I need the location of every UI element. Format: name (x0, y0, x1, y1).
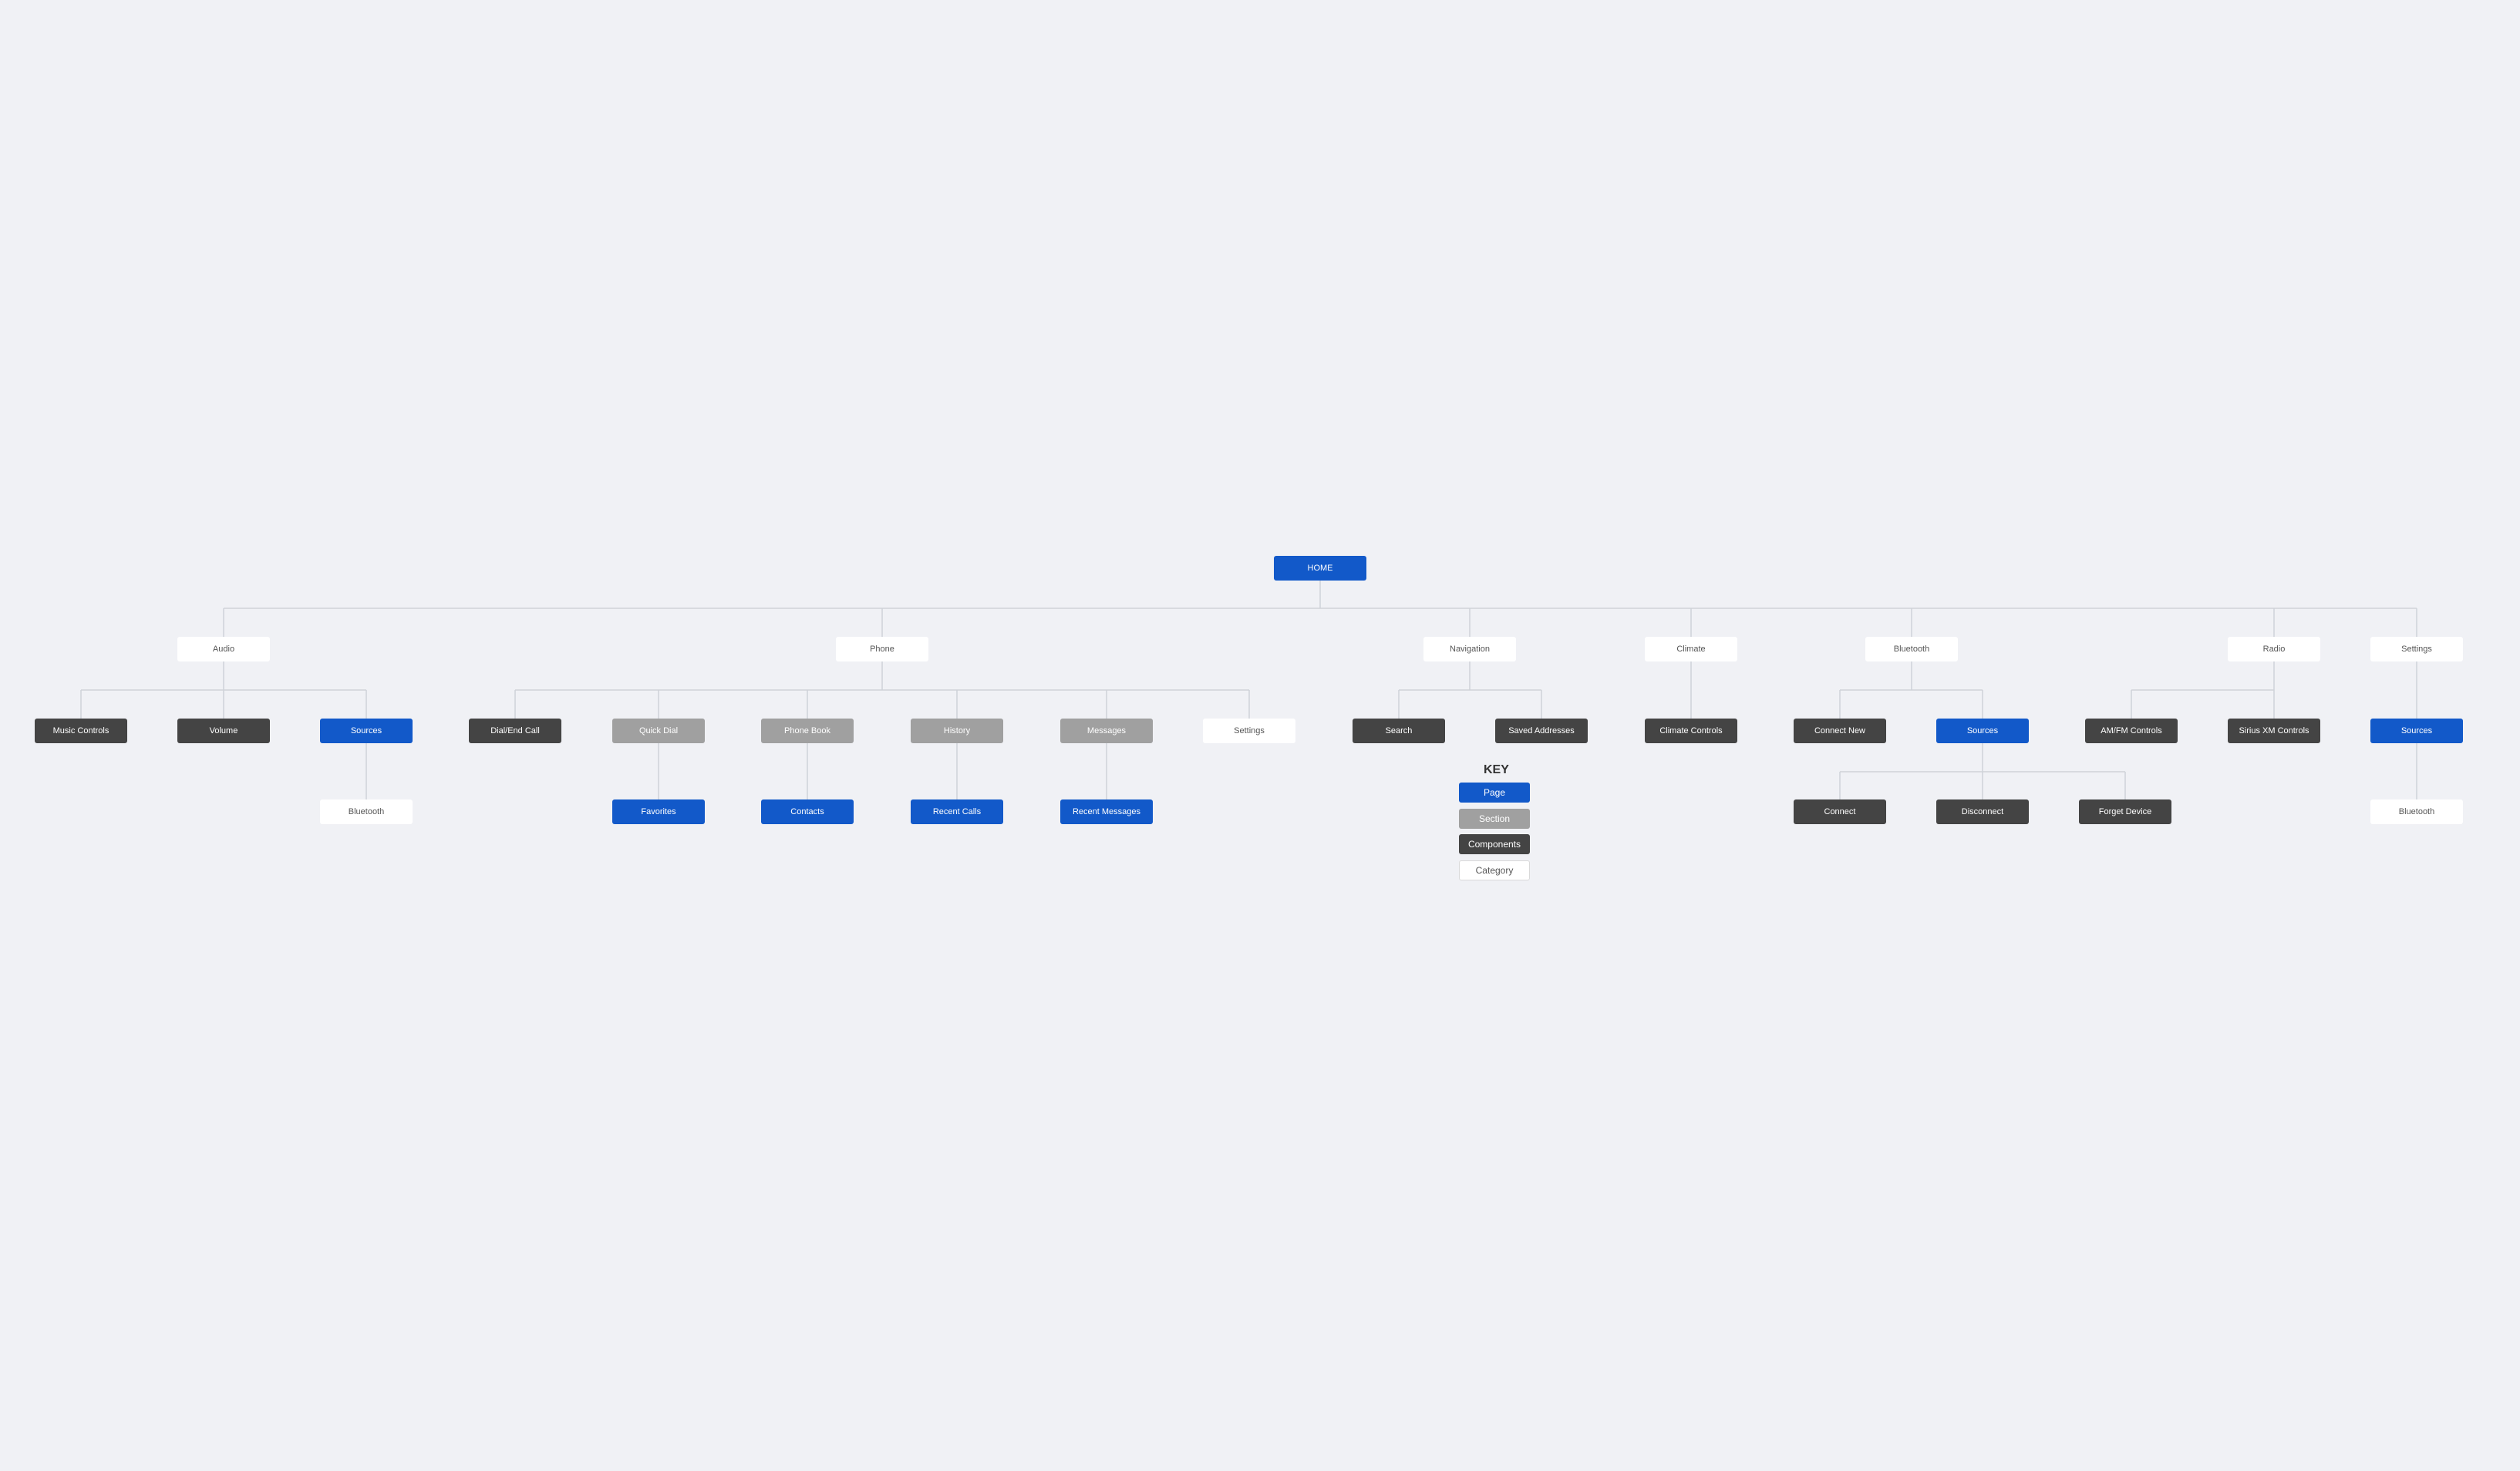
node-home: HOME (1274, 556, 1366, 581)
node-connect-new: Connect New (1794, 719, 1886, 743)
node-am-fm-controls: AM/FM Controls (2085, 719, 2178, 743)
node-favorites: Favorites (612, 799, 705, 824)
legend-page: Page (1459, 783, 1530, 803)
node-recent-calls: Recent Calls (911, 799, 1003, 824)
node-phone: Phone (836, 637, 928, 661)
node-volume: Volume (177, 719, 270, 743)
node-history: History (911, 719, 1003, 743)
legend-components: Components (1459, 834, 1530, 854)
node-phone-book: Phone Book (761, 719, 854, 743)
node-radio: Radio (2228, 637, 2320, 661)
node-navigation: Navigation (1423, 637, 1516, 661)
node-saved-addresses: Saved Addresses (1495, 719, 1588, 743)
node-audio-bluetooth: Bluetooth (320, 799, 413, 824)
node-audio: Audio (177, 637, 270, 661)
legend-title: KEY (1484, 763, 1509, 776)
node-messages: Messages (1060, 719, 1153, 743)
node-climate-controls: Climate Controls (1645, 719, 1737, 743)
node-music-controls: Music Controls (35, 719, 127, 743)
node-settings: Settings (2370, 637, 2463, 661)
node-bluetooth: Bluetooth (1865, 637, 1958, 661)
legend-section: Section (1459, 809, 1530, 829)
node-settings-sources: Sources (2370, 719, 2463, 743)
node-phone-settings: Settings (1203, 719, 1295, 743)
node-sirius-xm-controls: Sirius XM Controls (2228, 719, 2320, 743)
node-settings-bluetooth: Bluetooth (2370, 799, 2463, 824)
node-quick-dial: Quick Dial (612, 719, 705, 743)
node-disconnect: Disconnect (1936, 799, 2029, 824)
node-forget-device: Forget Device (2079, 799, 2171, 824)
node-contacts: Contacts (761, 799, 854, 824)
node-search: Search (1353, 719, 1445, 743)
legend-category: Category (1459, 860, 1530, 880)
node-recent-messages: Recent Messages (1060, 799, 1153, 824)
node-audio-sources: Sources (320, 719, 413, 743)
node-bluetooth-sources: Sources (1936, 719, 2029, 743)
node-climate: Climate (1645, 637, 1737, 661)
node-dial-end-call: Dial/End Call (469, 719, 561, 743)
node-connect: Connect (1794, 799, 1886, 824)
